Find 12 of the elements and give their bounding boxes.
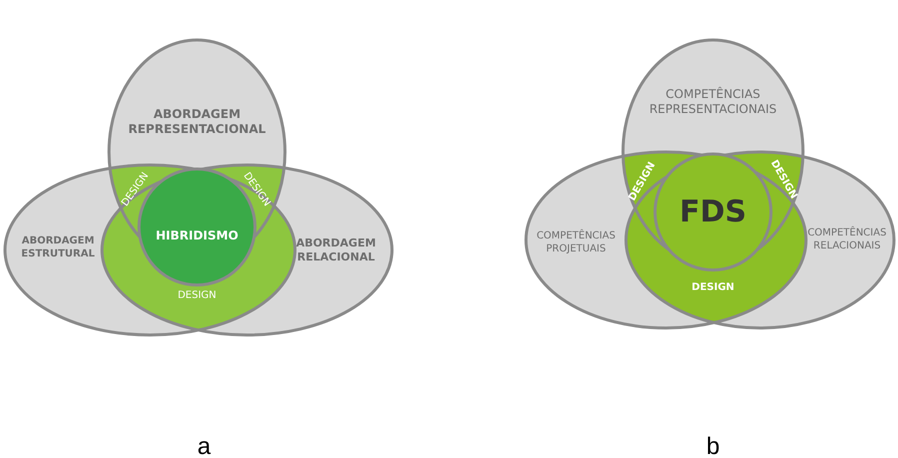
region-label: DESIGN bbox=[178, 290, 216, 302]
region-label: COMPETÊNCIAS RELACIONAIS bbox=[807, 228, 887, 252]
region-label: COMPETÊNCIAS REPRESENTACIONAIS bbox=[648, 87, 778, 117]
region-label: ABORDAGEM ESTRUTURAL bbox=[20, 236, 96, 260]
region-label: DESIGN bbox=[692, 282, 734, 294]
panel-letter: a bbox=[197, 432, 211, 458]
region-label: ABORDAGEM RELACIONAL bbox=[295, 236, 377, 264]
panel-letter: b bbox=[706, 432, 720, 458]
region-label: FDS bbox=[679, 193, 746, 231]
region-label: COMPETÊNCIAS PROJETUAIS bbox=[536, 230, 616, 256]
region-label: ABORDAGEM REPRESENTACIONAL bbox=[127, 107, 267, 137]
region-label: HIBRIDISMO bbox=[156, 228, 238, 244]
